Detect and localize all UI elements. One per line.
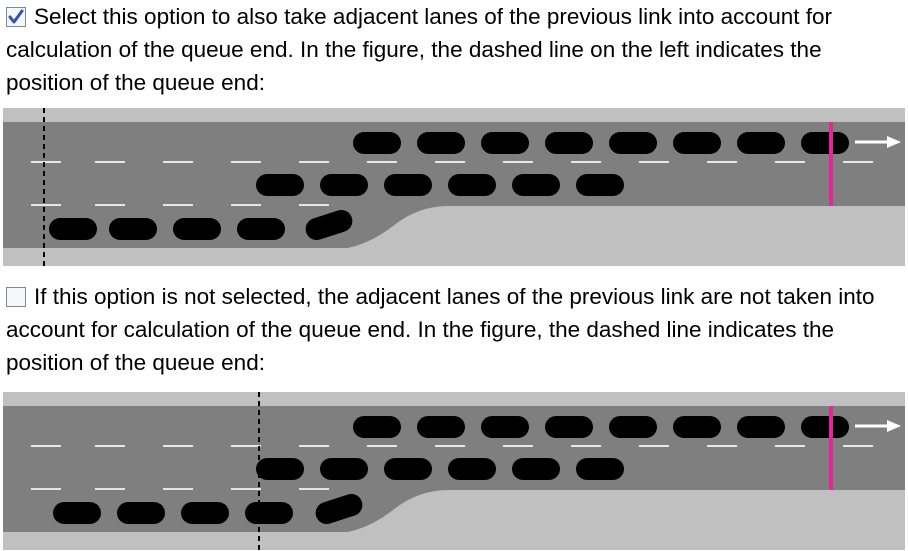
vehicle xyxy=(481,416,529,438)
option-checked-text: Select this option to also take adjacent… xyxy=(6,4,832,95)
vehicle xyxy=(256,174,304,196)
vehicle xyxy=(481,132,529,154)
vehicle xyxy=(49,218,97,240)
vehicle xyxy=(673,132,721,154)
vehicle xyxy=(256,458,304,480)
vehicle xyxy=(384,458,432,480)
vehicle xyxy=(801,132,849,154)
vehicle xyxy=(448,458,496,480)
checkbox-checked-icon[interactable] xyxy=(6,7,26,27)
vehicle xyxy=(545,416,593,438)
vehicle xyxy=(320,174,368,196)
vehicle xyxy=(117,502,165,524)
vehicle xyxy=(237,218,285,240)
option-checked-paragraph: Select this option to also take adjacent… xyxy=(6,0,902,99)
vehicle xyxy=(245,502,293,524)
vehicle xyxy=(181,502,229,524)
vehicle xyxy=(801,416,849,438)
vehicle xyxy=(384,174,432,196)
queue-figure-current-link xyxy=(3,392,905,550)
vehicle xyxy=(353,132,401,154)
vehicle xyxy=(737,132,785,154)
vehicle xyxy=(576,174,624,196)
vehicle xyxy=(448,174,496,196)
vehicle xyxy=(417,416,465,438)
vehicle xyxy=(109,218,157,240)
option-unchecked-paragraph: If this option is not selected, the adja… xyxy=(6,280,902,379)
vehicle xyxy=(576,458,624,480)
option-unchecked-text: If this option is not selected, the adja… xyxy=(6,284,875,375)
vehicle xyxy=(609,416,657,438)
vehicle xyxy=(353,416,401,438)
vehicle xyxy=(320,458,368,480)
vehicle xyxy=(173,218,221,240)
vehicle xyxy=(417,132,465,154)
vehicle xyxy=(545,132,593,154)
vehicle xyxy=(53,502,101,524)
vehicle xyxy=(673,416,721,438)
vehicle xyxy=(737,416,785,438)
checkbox-unchecked-icon[interactable] xyxy=(6,287,26,307)
vehicle xyxy=(512,174,560,196)
queue-figure-adjacent-lanes xyxy=(3,108,905,266)
vehicle xyxy=(512,458,560,480)
vehicle xyxy=(609,132,657,154)
